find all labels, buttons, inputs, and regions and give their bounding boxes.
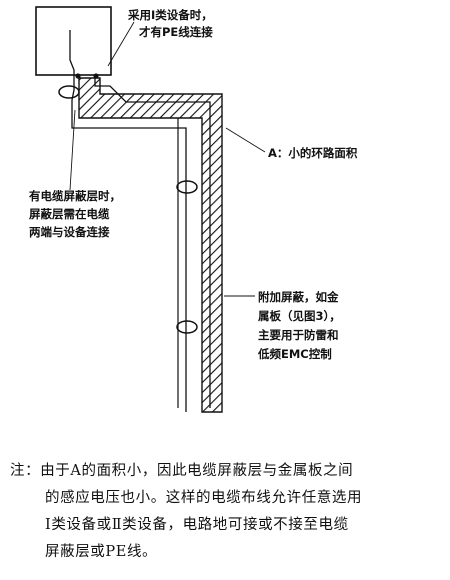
label-shield-line-1: 有电缆屏蔽层时， [29,189,121,203]
label-pe-line-1: 采用Ⅰ类设备时， [127,8,213,22]
footnote-line-3: Ⅰ类设备或Ⅱ类设备，电路地可接或不接至电缆 [45,517,349,533]
label-metal-line-2: 属板（见图3）， [258,309,341,323]
cable-shield-ring [176,180,198,194]
terminal-dot [93,73,99,79]
terminal-dot [75,73,81,79]
cable-run [71,118,187,412]
label-metal-line-4: 低频EMC控制 [257,347,332,361]
pe-wire [94,76,211,408]
cable-shield-ring [58,85,80,99]
leader-pe [107,21,135,67]
label-metal-line-1: 附加屏蔽，如金 [258,290,339,304]
shielded-cable [69,30,75,118]
cabling-diagram: 采用Ⅰ类设备时， 才有PE线连接 A：小的环路面积 有电缆屏蔽层时， 屏蔽层需在… [29,6,358,413]
label-shield-line-2: 屏蔽层需在电缆 [29,207,110,221]
footnote-line-2: 的感应电压也小。这样的电缆布线允许任意选用 [45,490,363,506]
label-pe-line-2: 才有PE线连接 [139,25,213,39]
label-shield-line-3: 两端与设备连接 [29,225,110,239]
metal-plate-shield [78,77,223,413]
equipment-box [35,6,112,76]
leader-area-a [225,127,266,153]
footnote-line-1: 注：由于A的面积小，因此电缆屏蔽层与金属板之间 [10,463,354,479]
leader-shield [69,109,76,191]
footnote-line-4: 屏蔽层或PE线。 [45,544,158,560]
cable-shield-ring [176,320,198,334]
label-metal-line-3: 主要用于防雷和 [258,328,339,342]
label-area-a: A：小的环路面积 [268,146,358,160]
